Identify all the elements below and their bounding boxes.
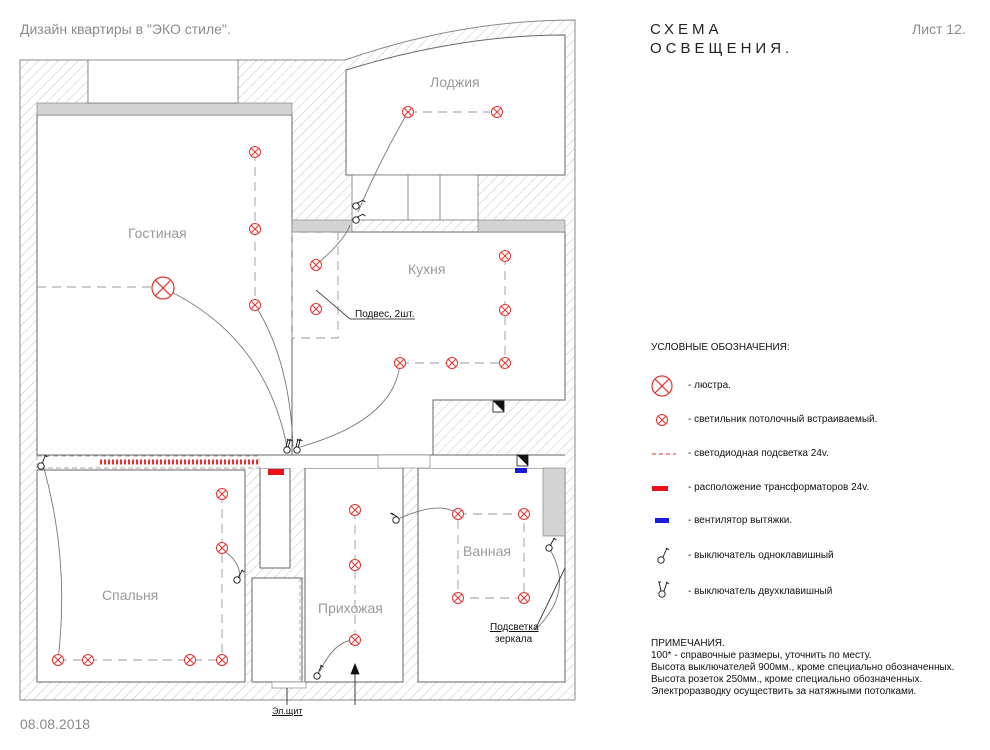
single-switch-icon — [390, 512, 400, 524]
legend-chandelier-icon — [651, 375, 673, 397]
ceiling-light-icon — [249, 223, 261, 235]
legend-item-fan: - вентилятор вытяжки. — [688, 515, 793, 526]
ceiling-light-icon — [499, 357, 511, 369]
date-stamp: 08.08.2018 — [20, 716, 91, 732]
ceiling-light-icon — [499, 304, 511, 316]
ceiling-light-icon — [184, 654, 196, 666]
legend-title: УСЛОВНЫЕ ОБОЗНАЧЕНИЯ: — [651, 342, 790, 353]
ceiling-light-icon — [310, 259, 322, 271]
single-switch-icon — [352, 199, 366, 210]
legend-single-switch-icon — [657, 547, 670, 564]
fan-icon — [515, 468, 527, 473]
chandelier-icon — [151, 276, 175, 300]
ceiling-light-icon — [216, 542, 228, 554]
mirror-label-line2: зеркала — [495, 634, 533, 645]
note-line: 100* - справочные размеры, уточнить по м… — [651, 650, 872, 661]
legend-double-switch-icon — [658, 581, 670, 598]
room-kitchen-label: Кухня — [408, 261, 446, 277]
ceiling-light-icon — [394, 357, 406, 369]
ceiling-light-icon — [499, 250, 511, 262]
legend-symbols — [651, 375, 676, 598]
sheet-number: Лист 12. — [912, 21, 966, 37]
vent-marker — [492, 400, 529, 467]
legend-item-chandelier: - люстра. — [688, 380, 731, 391]
ceiling-light-icon — [491, 106, 503, 118]
ceiling-light-icon — [349, 559, 361, 571]
notes-title: ПРИМЕЧАНИЯ. — [651, 638, 725, 649]
legend-item-double-switch: - выключатель двухклавишный — [688, 586, 833, 597]
room-bath-label: Ванная — [463, 543, 511, 559]
transformer-icon — [268, 469, 284, 475]
ceiling-lights — [52, 106, 530, 666]
ceiling-light-icon — [216, 488, 228, 500]
ceiling-light-icon — [216, 654, 228, 666]
note-line: Высота розеток 250мм., кроме специально … — [651, 674, 923, 685]
ceiling-light-icon — [518, 592, 530, 604]
double-switch-icon — [283, 438, 293, 454]
legend-item-transformer: - расположение трансформаторов 24v. — [688, 482, 870, 493]
legend-ceiling-light-icon — [656, 414, 668, 426]
ceiling-light-icon — [82, 654, 94, 666]
single-switch-icon — [37, 454, 48, 470]
note-line: Электроразводку осуществить за натяжными… — [651, 686, 917, 697]
single-switch-icon — [545, 537, 557, 552]
legend-item-ceiling-light: - светильник потолочный встраиваемый. — [688, 414, 878, 425]
legend-item-led-strip: - светодиодная подсветка 24v. — [688, 448, 829, 459]
ceiling-light-icon — [349, 634, 361, 646]
ceiling-light-icon — [402, 106, 414, 118]
legend-fan-icon — [655, 518, 669, 523]
pendant-label: Подвес, 2шт. — [355, 309, 415, 320]
ceiling-light-icon — [452, 592, 464, 604]
room-loggia-label: Лоджия — [430, 74, 480, 90]
mirror-label-line1: Подсветка — [490, 622, 539, 633]
wires — [42, 111, 561, 672]
ceiling-light-icon — [349, 504, 361, 516]
legend-transformer-icon — [652, 486, 668, 491]
single-switch-icon — [233, 569, 245, 584]
ceiling-light-icon — [452, 508, 464, 520]
room-bedroom-label: Спальня — [102, 587, 159, 603]
panel-label: Эл.щит — [272, 706, 303, 716]
note-line: Высота выключателей 900мм., кроме специа… — [651, 662, 955, 673]
double-switch-icon — [293, 438, 303, 454]
scheme-title-line2: ОСВЕЩЕНИЯ. — [650, 40, 794, 57]
ceiling-light-icon — [310, 303, 322, 315]
leaders — [286, 289, 566, 705]
ceiling-light-icon — [446, 357, 458, 369]
room-living-label: Гостиная — [128, 225, 187, 241]
legend-item-single-switch: - выключатель одноклавишный — [688, 550, 834, 561]
single-switch-icon — [313, 664, 324, 680]
scheme-title-line1: СХЕМА — [650, 21, 723, 38]
ceiling-light-icon — [52, 654, 64, 666]
project-title: Дизайн квартиры в "ЭКО стиле". — [20, 21, 231, 37]
ceiling-light-icon — [518, 508, 530, 520]
ceiling-light-icon — [249, 299, 261, 311]
ceiling-light-icon — [249, 146, 261, 158]
switches — [37, 199, 557, 680]
room-hall-label: Прихожая — [318, 600, 383, 616]
single-switch-icon — [352, 213, 366, 224]
